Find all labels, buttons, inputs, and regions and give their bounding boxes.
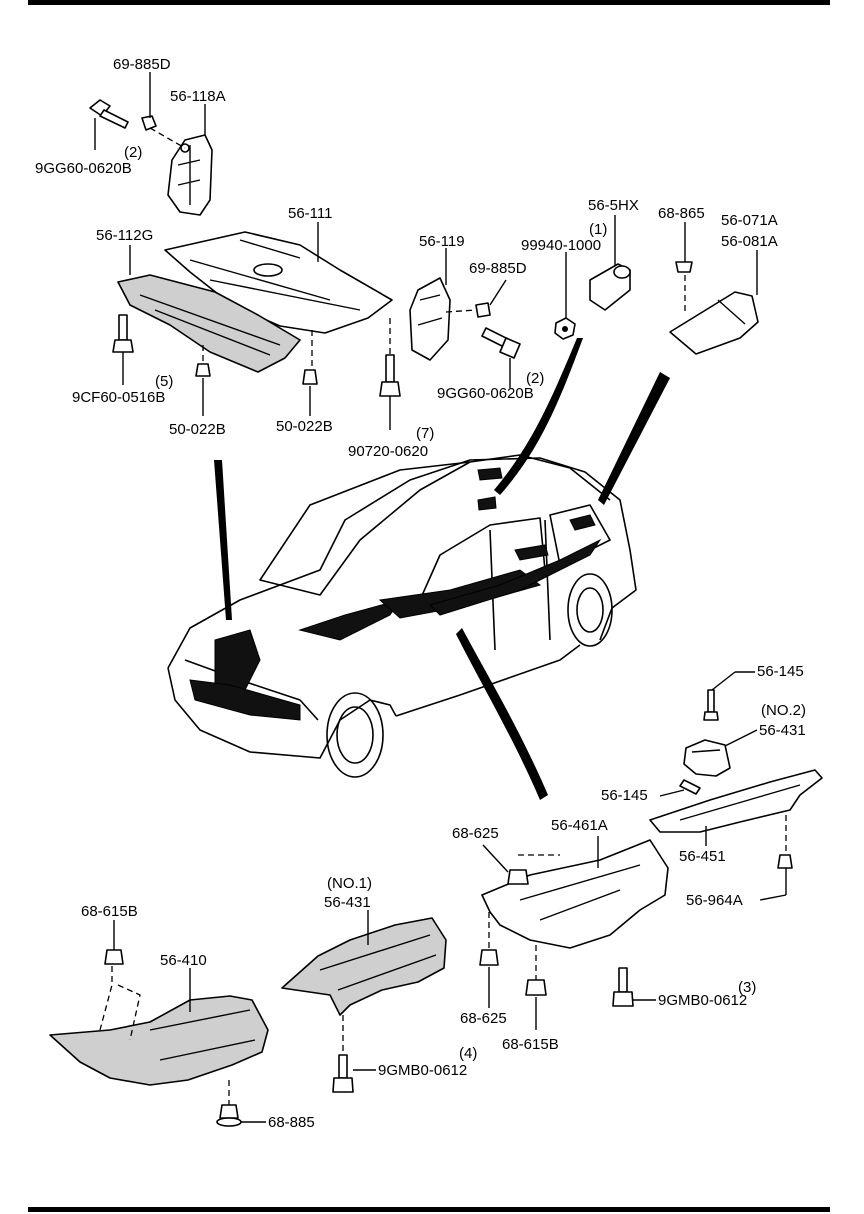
label-no2: (NO.2)	[761, 702, 806, 719]
label-no1: (NO.1)	[327, 875, 372, 892]
label-68-615B-left: 68-615B	[81, 903, 138, 920]
label-68-865: 68-865	[658, 205, 705, 222]
part-56-410	[49, 995, 269, 1086]
label-9CF60: 9CF60-0516B	[72, 389, 165, 406]
part-56-119	[409, 277, 451, 361]
bolt-9GMB0-right	[612, 967, 634, 1007]
clip-69-885D-mid	[445, 302, 491, 318]
clip-68-865	[675, 261, 693, 273]
part-56-118A	[167, 134, 213, 216]
part-56-111	[164, 231, 393, 334]
label-68-625-top: 68-625	[452, 825, 499, 842]
part-56-431-no2	[683, 739, 731, 777]
label-9GMB0-left: 9GMB0-0612	[378, 1062, 467, 1079]
label-qty-2-top: (2)	[124, 144, 142, 161]
label-68-615B-bot: 68-615B	[502, 1036, 559, 1053]
label-56-118A: 56-118A	[170, 88, 226, 105]
label-56-145-top: 56-145	[757, 663, 804, 680]
label-56-112G: 56-112G	[96, 227, 153, 244]
label-9GMB0-right: 9GMB0-0612	[658, 992, 747, 1009]
label-56-5HX: 56-5HX	[588, 197, 639, 214]
bolt-9GG60-top	[89, 99, 129, 129]
part-56-112G	[117, 274, 301, 373]
pointer-arrows	[214, 338, 670, 800]
label-qty-2-mid: (2)	[526, 370, 544, 387]
label-68-625-bot: 68-625	[460, 1010, 507, 1027]
label-50-022B-a: 50-022B	[169, 421, 226, 438]
label-56-431-no1: 56-431	[324, 894, 371, 911]
clip-56-964A	[777, 815, 793, 869]
label-56-431-no2: 56-431	[759, 722, 806, 739]
part-56-451	[649, 769, 823, 833]
label-50-022B-b: 50-022B	[276, 418, 333, 435]
label-qty-3: (3)	[738, 979, 756, 996]
nut-68-615B-left	[99, 949, 141, 1041]
nut-99940	[554, 317, 576, 340]
label-9GG60-mid: 9GG60-0620B	[437, 385, 534, 402]
label-qty-1: (1)	[589, 221, 607, 238]
bolt-9GG60-mid	[481, 327, 521, 359]
bolt-56-145-top	[703, 689, 719, 721]
label-qty-7: (7)	[416, 425, 434, 442]
label-56-964A: 56-964A	[686, 892, 743, 909]
label-56-081A: 56-081A	[721, 233, 778, 250]
label-56-111: 56-111	[288, 205, 332, 222]
label-69-885D-top: 69-885D	[113, 56, 171, 73]
bolt-90720	[379, 318, 401, 397]
bolt-9CF60	[112, 314, 134, 353]
part-56-071A	[669, 291, 759, 355]
label-qty-5: (5)	[155, 373, 173, 390]
label-56-461A: 56-461A	[551, 817, 608, 834]
bolt-9GMB0-left	[332, 1015, 354, 1093]
bottom-border-rule	[28, 1207, 830, 1212]
label-69-885D-mid: 69-885D	[469, 260, 527, 277]
label-56-119: 56-119	[419, 233, 465, 250]
label-9GG60-top: 9GG60-0620B	[35, 160, 132, 177]
label-99940: 99940-1000	[521, 237, 601, 254]
nut-68-625-top	[507, 854, 560, 885]
clip-69-885D-top	[141, 115, 186, 149]
clip-50-022B-b	[302, 369, 318, 385]
label-qty-4: (4)	[459, 1045, 477, 1062]
label-56-071A: 56-071A	[721, 212, 778, 229]
label-56-451: 56-451	[679, 848, 726, 865]
label-90720: 90720-0620	[348, 443, 428, 460]
part-56-431-no1	[281, 917, 447, 1016]
clip-68-885	[216, 1080, 242, 1127]
clip-50-022B-a	[195, 345, 211, 377]
car-illustration	[167, 454, 637, 778]
nut-68-625-bot	[479, 912, 499, 966]
top-border-rule	[28, 0, 830, 5]
bolt-56-145-mid	[679, 779, 701, 795]
part-56-5HX	[589, 263, 631, 311]
part-56-461A	[481, 839, 669, 949]
label-68-885: 68-885	[268, 1114, 315, 1131]
label-56-410: 56-410	[160, 952, 207, 969]
label-56-145-mid: 56-145	[601, 787, 648, 804]
nut-68-615B-bot	[525, 945, 547, 996]
